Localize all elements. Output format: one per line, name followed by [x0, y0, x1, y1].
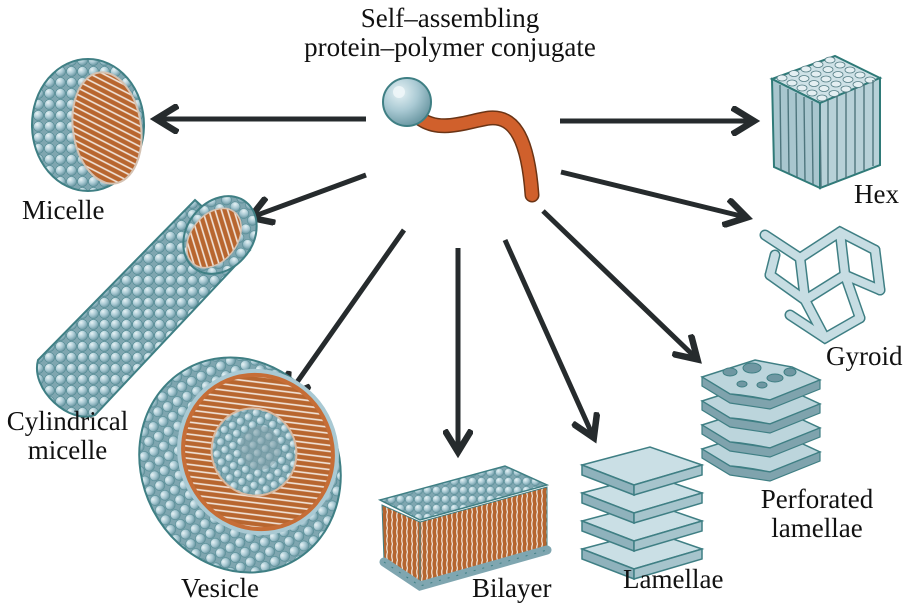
- hex-column-edge: [779, 84, 782, 171]
- arrow-to-cylindrical-micelle: [252, 172, 367, 217]
- source-label-line1: Self–assembling: [360, 3, 540, 33]
- hex-column-top: [786, 79, 798, 87]
- hex-column-edge: [819, 104, 822, 188]
- micelle-illustration: [31, 58, 145, 192]
- perforated-lamella-sheet: [700, 359, 822, 410]
- arrow-to-lamellae: [502, 238, 593, 436]
- cylindrical-micelle-label-line1: Cylindrical: [6, 406, 129, 436]
- cylindrical-micelle-illustration: [35, 195, 258, 418]
- perforated-lamellae-label-line2: lamellae: [771, 513, 863, 544]
- hex-column-edge: [787, 88, 790, 174]
- cylindrical-micelle-label: Cylindrical micelle: [0, 406, 135, 466]
- hex-column-top: [840, 85, 852, 93]
- micelle-label: Micelle: [22, 195, 105, 225]
- arrow-to-gyroid: [560, 169, 745, 217]
- hex-column-top: [822, 66, 834, 73]
- hex-label: Hex: [854, 179, 899, 209]
- bilayer-label: Bilayer: [472, 573, 552, 603]
- arrow-to-perforated-lamellae: [541, 209, 696, 358]
- hex-column-top: [854, 71, 866, 79]
- hex-column-edge: [795, 92, 798, 178]
- cylindrical-micelle-label-line2: micelle: [27, 435, 108, 466]
- gyroid-label: Gyroid: [826, 341, 903, 371]
- hex-column-top: [816, 94, 828, 102]
- hex-column-top: [842, 76, 854, 83]
- perforation-hole: [742, 362, 762, 374]
- hex-column-top: [830, 80, 842, 88]
- perforation-hole: [783, 367, 797, 377]
- hex-columns-illustration: [769, 54, 883, 190]
- perforation-hole: [722, 367, 738, 377]
- vesicle-illustration: [138, 356, 342, 574]
- lamellae-illustration: [579, 446, 705, 581]
- hex-column-top: [800, 65, 812, 73]
- hex-column-top: [834, 61, 846, 69]
- perforated-lamellae-label: Perforated lamellae: [757, 484, 877, 544]
- hex-column-top: [844, 66, 856, 74]
- lamellae-label: Lamellae: [623, 564, 724, 594]
- vesicle-label: Vesicle: [181, 573, 259, 603]
- perforated-lamellae-label-line1: Perforated: [760, 484, 874, 514]
- source-label: Self–assembling protein–polymer conjugat…: [300, 3, 600, 62]
- gyroid-illustration: [759, 225, 886, 345]
- perforation-hole: [736, 380, 748, 388]
- protein-polymer-conjugate-icon: [382, 77, 540, 203]
- hex-column-top: [776, 74, 788, 82]
- hex-column-top: [796, 84, 808, 92]
- hex-column-top: [810, 70, 822, 78]
- arrow-to-vesicle: [288, 228, 407, 395]
- hex-column-top: [798, 75, 810, 82]
- lamella-sheet: [579, 446, 705, 497]
- hex-column-edge: [803, 96, 806, 181]
- hex-column-edge: [811, 100, 814, 185]
- hex-column-top: [852, 81, 864, 88]
- perforation-hole: [756, 381, 768, 389]
- hex-column-top: [812, 61, 824, 68]
- perforated-lamellae-illustration: [700, 359, 822, 482]
- hex-column-top: [808, 80, 820, 87]
- hex-column-top: [806, 89, 818, 97]
- lamella-sheet: [579, 502, 705, 553]
- bilayer-illustration: [377, 465, 552, 591]
- hex-column-top: [818, 85, 830, 92]
- hex-column-top: [828, 90, 840, 97]
- hex-column-top: [788, 70, 800, 77]
- perforation-hole: [766, 373, 784, 383]
- hex-column-top: [824, 56, 836, 64]
- hex-column-top: [820, 75, 832, 83]
- source-label-line2: protein–polymer conjugate: [304, 32, 596, 63]
- hex-column-top: [832, 71, 844, 78]
